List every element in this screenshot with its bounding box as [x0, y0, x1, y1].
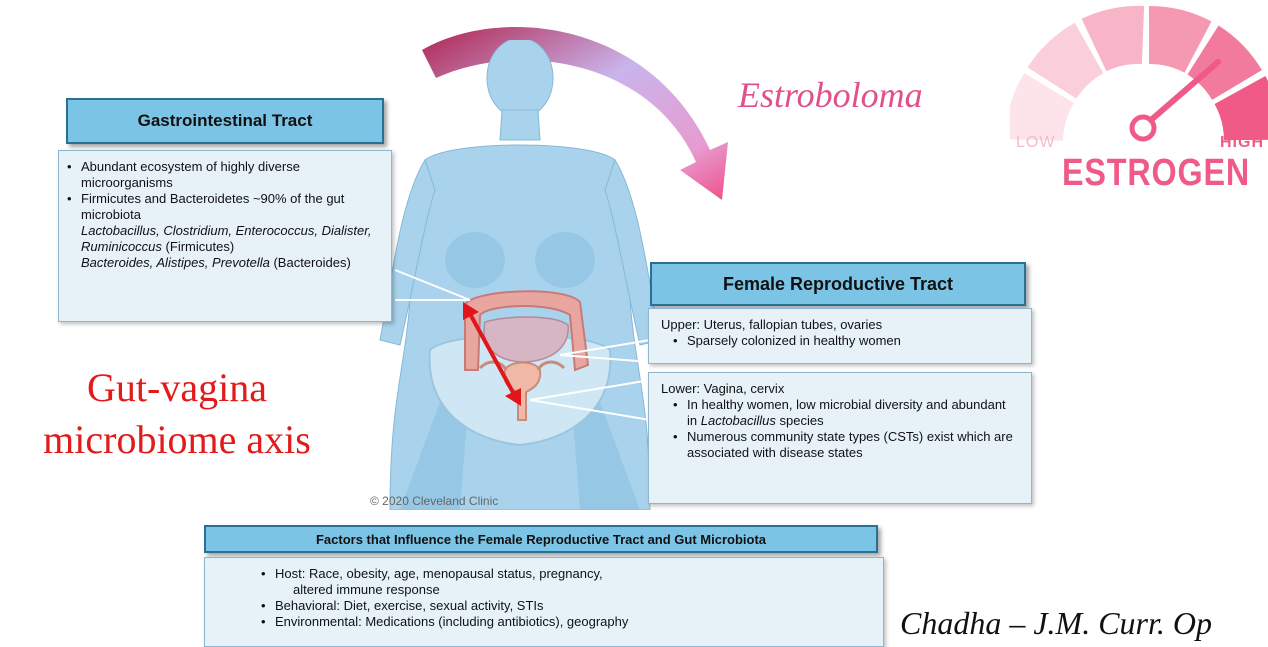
- frt-lower-bullet-1-c: species: [780, 413, 824, 428]
- frt-upper-label: Upper: Uterus, fallopian tubes, ovaries: [661, 317, 1019, 333]
- gauge-high-label: HIGH: [1220, 134, 1264, 152]
- factors-box: Host: Race, obesity, age, menopausal sta…: [204, 557, 884, 647]
- gi-bullet-1: Abundant ecosystem of highly diverse mic…: [65, 159, 385, 191]
- frt-lower-label: Lower: Vagina, cervix: [661, 381, 1019, 397]
- gut-vagina-axis-label: Gut-vagina microbiome axis: [12, 362, 342, 466]
- axis-label-line-2: microbiome axis: [12, 414, 342, 466]
- factors-environmental: Environmental: Medications (including an…: [259, 614, 883, 630]
- gauge-dial: [1010, 0, 1268, 150]
- frt-lower-box: Lower: Vagina, cervix In healthy women, …: [648, 372, 1032, 504]
- frt-upper-box: Upper: Uterus, fallopian tubes, ovaries …: [648, 308, 1032, 364]
- factors-host: Host: Race, obesity, age, menopausal sta…: [259, 566, 883, 582]
- factors-title: Factors that Influence the Female Reprod…: [316, 532, 766, 547]
- factors-host-continued: altered immune response: [259, 582, 883, 598]
- factors-header: Factors that Influence the Female Reprod…: [204, 525, 878, 553]
- estrogen-gauge: LOW HIGH ESTROGEN: [1010, 0, 1268, 200]
- frt-header: Female Reproductive Tract: [650, 262, 1026, 306]
- copyright-text: © 2020 Cleveland Clinic: [370, 494, 498, 508]
- gi-genera-bacteroides: Bacteroides, Alistipes, Prevotella: [81, 255, 270, 270]
- gauge-low-label: LOW: [1016, 134, 1055, 152]
- axis-label-line-1: Gut-vagina: [12, 362, 342, 414]
- gi-genera-bacteroides-group: (Bacteroides): [273, 255, 350, 270]
- factors-behavioral: Behavioral: Diet, exercise, sexual activ…: [259, 598, 883, 614]
- estroboloma-label: Estroboloma: [738, 74, 923, 116]
- frt-lower-bullet-1-genus: Lactobacillus: [701, 413, 776, 428]
- gauge-estrogen-label: ESTROGEN: [1062, 152, 1250, 195]
- frt-upper-bullet: Sparsely colonized in healthy women: [671, 333, 1019, 349]
- citation-text: Chadha – J.M. Curr. Op: [900, 605, 1212, 642]
- gi-tract-box: Abundant ecosystem of highly diverse mic…: [58, 150, 392, 322]
- gi-tract-title: Gastrointestinal Tract: [138, 111, 313, 131]
- gi-tract-header: Gastrointestinal Tract: [66, 98, 384, 144]
- frt-lower-bullet-2: Numerous community state types (CSTs) ex…: [671, 429, 1019, 461]
- frt-lower-bullet-1: In healthy women, low microbial diversit…: [671, 397, 1019, 429]
- gi-bullet-2: Firmicutes and Bacteroidetes ~90% of the…: [65, 191, 385, 223]
- gi-genera-firmicutes-group: (Firmicutes): [166, 239, 235, 254]
- frt-title: Female Reproductive Tract: [723, 274, 953, 295]
